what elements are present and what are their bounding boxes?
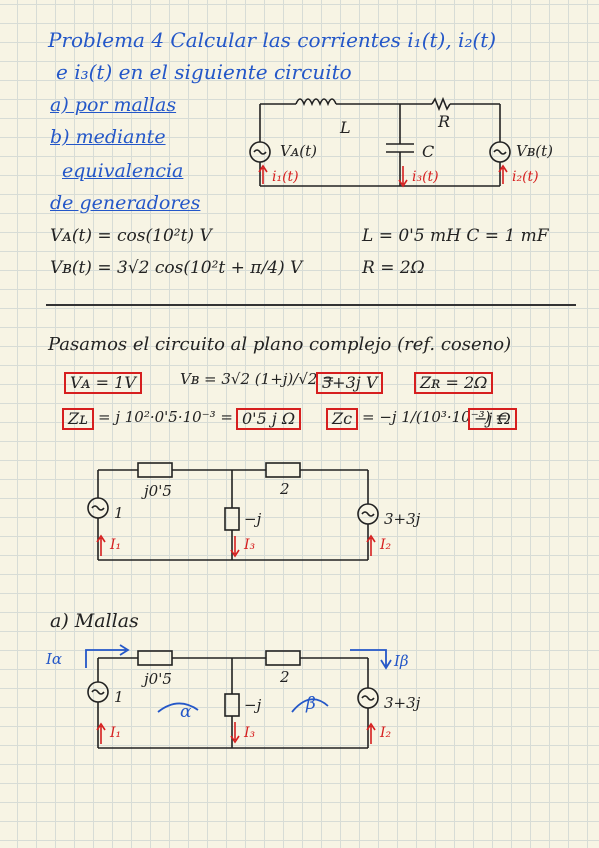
c3-i1-label: I₁	[110, 725, 122, 741]
vb-phasor-expr: Vʙ = 3√2 (1+j)/√2 =	[180, 370, 335, 388]
label-inductor: L	[340, 118, 351, 137]
c3-zc-label: −j	[244, 696, 262, 714]
problem-title: Problema 4 Calcular las corrientes i₁(t)…	[48, 28, 497, 52]
mesh-beta-arrow	[291, 698, 329, 713]
c2-i2-label: I₂	[380, 537, 392, 553]
vb-phasor-box: 3+3j V	[316, 372, 384, 394]
label-i2-time: i₂(t)	[512, 169, 539, 185]
ia-label: Iα	[46, 650, 63, 668]
c2-i3-label: I₃	[244, 537, 256, 553]
zc-label-box: Zᴄ	[326, 408, 359, 430]
zc-result-box: −j Ω	[468, 408, 517, 430]
c2-source-b-value: 3+3j	[384, 510, 421, 528]
zl-impedance-box	[137, 650, 173, 666]
label-i1-time: i₁(t)	[272, 169, 299, 185]
c3-zr-label: 2	[280, 668, 290, 686]
zl-expression: = j 10²·0'5·10⁻³ =	[98, 408, 233, 426]
zr-impedance-box	[265, 650, 301, 666]
vb-expression: Vʙ(t) = 3√2 cos(10²t + π/4) V	[50, 258, 303, 278]
label-i3-time: i₃(t)	[412, 169, 439, 185]
section-divider	[46, 304, 576, 306]
item-b-line3: de generadores	[50, 192, 201, 214]
c2-i1-label: I₁	[110, 537, 122, 553]
mesh-alpha-arrow	[157, 702, 199, 713]
label-source-a: Vᴀ(t)	[280, 142, 318, 160]
label-capacitor: C	[422, 142, 435, 161]
label-source-b: Vʙ(t)	[516, 142, 554, 160]
item-b-line2: equivalencia	[62, 160, 184, 182]
zl-result-box: 0'5 j Ω	[236, 408, 302, 430]
c2-zr-label: 2	[280, 480, 290, 498]
zc-expression: = −j 1/(10³·10⁻³) =	[362, 408, 508, 426]
item-b: b) mediante	[50, 126, 166, 148]
c2-zc-label: −j	[244, 510, 262, 528]
resistor-symbol	[431, 96, 451, 112]
mesh-alpha-label: α	[180, 702, 192, 722]
lc-values: L = 0'5 mH C = 1 mF	[362, 226, 549, 246]
c2-source-a-value: 1	[114, 504, 124, 522]
label-resistor: R	[438, 112, 451, 131]
va-phasor-box: Vᴀ = 1V	[64, 372, 142, 394]
c2-zl-label: j0'5	[144, 482, 172, 500]
ia-arrow	[85, 644, 130, 668]
ib-arrow	[350, 649, 392, 670]
inductor-symbol	[295, 98, 337, 107]
zr-box: Zʀ = 2Ω	[414, 372, 494, 394]
zl-label-box: Zʟ	[62, 408, 94, 430]
mesh-beta-label: β	[306, 694, 316, 714]
ib-label: Iβ	[394, 652, 409, 670]
problem-title-line2: e i₃(t) en el siguiente circuito	[56, 60, 352, 84]
c3-source-b-value: 3+3j	[384, 694, 421, 712]
mesh-heading: a) Mallas	[50, 610, 139, 632]
va-expression: Vᴀ(t) = cos(10²t) V	[50, 226, 212, 246]
c3-zl-label: j0'5	[144, 670, 172, 688]
item-a: a) por mallas	[50, 94, 177, 116]
c3-i2-label: I₂	[380, 725, 392, 741]
c3-i3-label: I₃	[244, 725, 256, 741]
c3-source-a-value: 1	[114, 688, 124, 706]
r-value: R = 2Ω	[362, 258, 425, 278]
zc-impedance-box	[224, 693, 240, 717]
phasor-heading: Pasamos el circuito al plano complejo (r…	[48, 334, 512, 355]
